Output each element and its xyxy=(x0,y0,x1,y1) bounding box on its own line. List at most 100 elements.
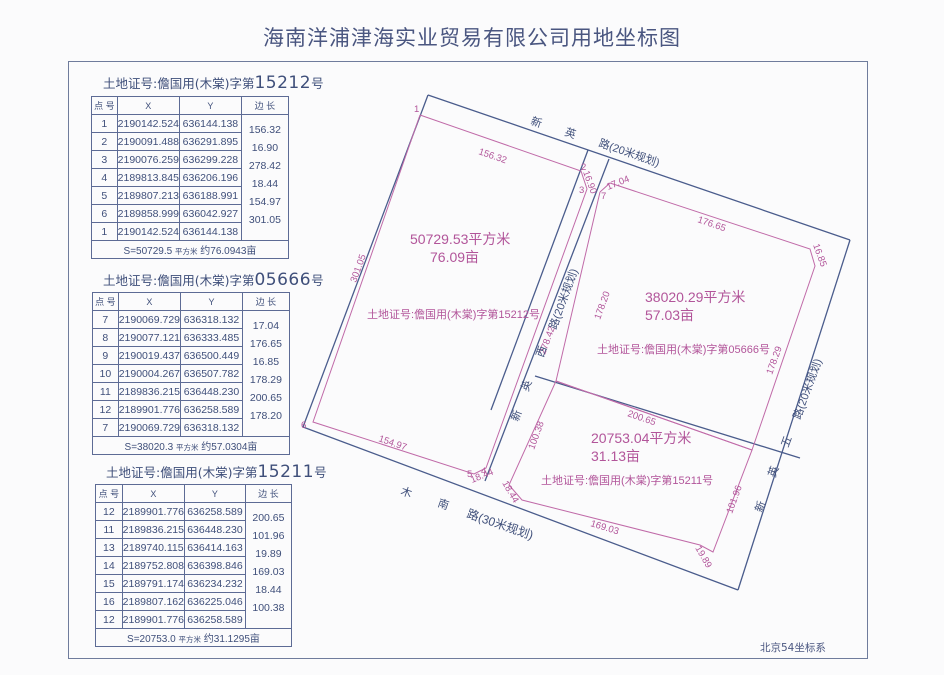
area-labels: 50729.53平方米 76.09亩 土地证号:儋国用(木棠)字第15212号 … xyxy=(367,231,770,487)
parcel-15212-area-mu: 76.09亩 xyxy=(430,249,479,265)
edge-length-cell: 278.42 xyxy=(240,150,290,172)
area-mu: 约57.0304亩 xyxy=(201,442,258,453)
parcel-15211-area-mu: 31.13亩 xyxy=(591,448,640,464)
parcel-15211-cert-label: 土地证号:儋国用(木棠)字第15211号 xyxy=(541,473,713,487)
south-road-label: 木 xyxy=(399,485,414,501)
area-row: S=20753.0 平方米 约31.1295亩 xyxy=(95,628,292,647)
edge-label: 301.05 xyxy=(348,253,368,284)
point-labels: 1 2 3 4 5 6 7 xyxy=(301,104,606,480)
east-road-label: 英 xyxy=(765,464,782,479)
parcel-15212-cert-label: 土地证号:儋国用(木棠)字第15212号 xyxy=(367,307,540,321)
edge-length-value: 176.65 xyxy=(242,338,289,350)
point-7-label: 7 xyxy=(601,191,606,202)
edge-length-cell: 16.90 xyxy=(240,132,290,154)
edge-length-value: 18.44 xyxy=(245,584,291,596)
edge-label: 16.85 xyxy=(810,242,828,268)
parcel-1-cert-title: 土地证号:儋国用(木棠)字第15212号 xyxy=(103,73,324,93)
edge-length-value: 156.32 xyxy=(241,124,288,136)
east-road-label: 五 xyxy=(780,435,795,449)
point-4-label: 4 xyxy=(481,466,486,477)
east-road-label: 新 xyxy=(752,499,769,514)
edge-length-cell xyxy=(244,610,293,629)
point-6-label: 6 xyxy=(301,420,306,431)
edge-length-cell: 101.96 xyxy=(244,520,293,542)
x-coordinate-cell: 2189901.776 xyxy=(117,400,182,419)
edge-label: 178.20 xyxy=(592,290,612,321)
edge-length-value: 154.97 xyxy=(241,196,288,208)
edge-length-cell: 156.32 xyxy=(240,114,290,136)
cert-prefix: 土地证号:儋国用(木棠)字第 xyxy=(103,76,255,91)
edge-length-value: 19.89 xyxy=(245,548,291,560)
x-coordinate-cell: 2189791.174 xyxy=(121,574,185,593)
edge-length-value: 278.42 xyxy=(241,160,288,172)
parcel-boundaries xyxy=(312,114,816,553)
area-sqm: S=50729.5 xyxy=(123,246,173,257)
x-coordinate-cell: 2190069.729 xyxy=(117,310,182,329)
middle-road-label: 西 xyxy=(535,345,550,359)
parcel-05666-area-mu: 57.03亩 xyxy=(645,307,694,323)
area-unit: 平方米 xyxy=(176,443,199,452)
area-mu: 约76.0943亩 xyxy=(200,246,257,257)
edge-label: 19.89 xyxy=(692,544,713,570)
edge-length-value: 16.90 xyxy=(241,142,288,154)
edge-length-value: 17.04 xyxy=(242,320,289,332)
edge-length-value: 301.05 xyxy=(241,214,288,226)
y-coordinate-cell: 636258.589 xyxy=(183,610,246,629)
edge-label: 154.97 xyxy=(377,433,408,453)
edge-length-cell: 100.38 xyxy=(244,592,293,614)
parcel-3-cert-title: 土地证号:儋国用(木棠)字第15211号 xyxy=(106,462,327,482)
edge-length-value: 18.44 xyxy=(241,178,288,190)
south-road-label: 路(30米规划) xyxy=(465,506,535,543)
coordinate-system-label: 北京54坐标系 xyxy=(760,642,826,654)
middle-road-label: 英 xyxy=(518,378,535,393)
table-header-row: 点 号 X Y 边 长 xyxy=(95,484,293,503)
x-coordinate-cell: 2189858.999 xyxy=(116,204,180,223)
point-2-label: 2 xyxy=(581,162,586,173)
middle-road-label: 新 xyxy=(508,408,525,423)
edge-length-value: 100.38 xyxy=(245,602,291,614)
edge-length-cell: 176.65 xyxy=(241,328,291,350)
edge-length-value: 178.29 xyxy=(242,374,289,386)
parcel-15211-area-sqm: 20753.04平方米 xyxy=(591,430,691,446)
edge-label: 101.96 xyxy=(724,484,744,515)
cert-number: 05666 xyxy=(254,270,312,290)
x-coordinate-cell: 2189901.776 xyxy=(121,502,185,521)
north-road-label: 英 xyxy=(563,125,578,142)
parcel-05666-area-sqm: 38020.29平方米 xyxy=(645,289,745,305)
y-coordinate-cell: 636258.589 xyxy=(183,502,246,521)
y-coordinate-cell: 636042.927 xyxy=(178,204,242,223)
area-unit: 平方米 xyxy=(175,247,198,256)
y-coordinate-cell: 636507.782 xyxy=(180,364,243,383)
area-mu: 约31.1295亩 xyxy=(203,634,260,645)
edge-label: 169.03 xyxy=(589,518,620,537)
area-row: S=50729.5 平方米 约76.0943亩 xyxy=(91,240,289,259)
x-coordinate-cell: 2189807.213 xyxy=(116,186,180,205)
point-3-label: 3 xyxy=(579,185,584,196)
edge-label: 17.04 xyxy=(605,174,631,193)
edge-length-cell: 301.05 xyxy=(240,204,290,226)
edge-length-cell: 200.65 xyxy=(241,382,291,404)
edge-length-cell: 178.20 xyxy=(241,400,291,422)
south-road-label: 南 xyxy=(436,497,451,513)
edge-length-cell: 178.29 xyxy=(241,364,291,386)
y-coordinate-cell: 636144.138 xyxy=(178,114,242,133)
parcel-15212-area-sqm: 50729.53平方米 xyxy=(410,231,510,247)
edge-length-value: 200.65 xyxy=(242,392,289,404)
edge-length-cell: 19.89 xyxy=(244,538,293,560)
x-coordinate-cell: 2189740.115 xyxy=(121,538,185,557)
parcel-05666-cert-label: 土地证号:儋国用(木棠)字第05666号 xyxy=(597,342,770,356)
edge-label: 100.38 xyxy=(526,420,546,451)
